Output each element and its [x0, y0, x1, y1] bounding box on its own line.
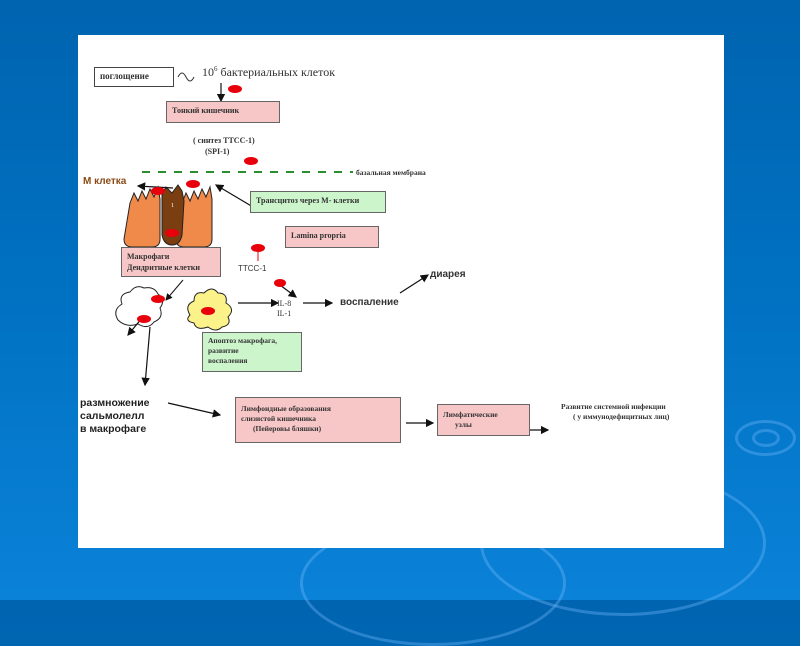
arrow	[167, 402, 222, 418]
bacterium	[151, 187, 165, 195]
il8-label: IL-8	[277, 299, 292, 308]
bacterium	[228, 85, 242, 93]
count-base: 10	[202, 65, 214, 79]
apoptosis-line: Апоптоз макрофага,	[208, 336, 278, 345]
transcytosis-box: Трансцитоз через М- клетки	[250, 191, 386, 213]
lamina-propria-box: Lamina propria	[285, 226, 379, 248]
count-exponent: 6	[214, 65, 218, 73]
lymph-nodes-line: Лимфатические	[443, 410, 498, 419]
reproduction-line: в макрофаге	[80, 423, 147, 435]
macrophages-line: Макрофаги	[127, 252, 170, 261]
diarrhea-label: диарея	[430, 269, 466, 280]
slide-canvas: 1	[78, 35, 724, 548]
apoptosis-line: развитие	[208, 346, 239, 355]
bacteria-count: 106 бактериальных клеток	[202, 65, 335, 80]
lymph-nodes-box: Лимфатические узлы	[437, 404, 530, 436]
ripple-decoration	[735, 420, 796, 456]
bacterium	[201, 307, 215, 315]
bacterium	[151, 295, 165, 303]
lymph-nodes-line: узлы	[455, 420, 472, 429]
systemic-infection-label: Развитие системной инфекции ( у иммуноде…	[561, 402, 669, 422]
m-cell-mark: 1	[171, 203, 174, 209]
arrow	[279, 284, 297, 298]
il1-label: IL-1	[277, 309, 292, 318]
synthesis-line: ( синтез TTCC-1)	[193, 136, 255, 145]
arrow	[165, 279, 184, 301]
bacterium	[244, 157, 258, 165]
intake-label: поглощение	[100, 71, 149, 81]
ttcc1-label: TTCC-1	[238, 264, 267, 273]
bacterium	[137, 315, 151, 323]
synthesis-line: (SPI-1)	[205, 147, 230, 156]
diagram-graphics: 1	[115, 72, 550, 435]
wave-icon	[177, 72, 195, 82]
interleukins-label: IL-8 IL-1	[277, 299, 291, 319]
lymphoid-line: (Пейеровы бляшки)	[253, 424, 322, 433]
systemic-line: Развитие системной инфекции	[561, 402, 666, 411]
transcytosis-label: Трансцитоз через М- клетки	[256, 196, 360, 205]
lymphoid-line: слизистой кишечника	[241, 414, 316, 423]
macrophage-cell	[115, 286, 164, 328]
reproduction-line: сальмолелл	[80, 410, 145, 422]
bacterium	[274, 279, 286, 287]
apoptosis-box: Апоптоз макрофага, развитие воспаления	[202, 332, 302, 372]
bacterium	[165, 229, 179, 237]
intake-box: поглощение	[94, 67, 174, 87]
m-cell-label: М клетка	[83, 176, 127, 187]
synthesis-text: ( синтез TTCC-1) (SPI-1)	[193, 135, 255, 157]
ripple-decoration	[752, 429, 780, 447]
small-intestine-box: Тонкий кишечник	[166, 101, 280, 123]
epithelial-cell-left	[123, 185, 161, 248]
lamina-propria-label: Lamina propria	[291, 231, 346, 240]
bacterium	[251, 244, 265, 252]
arrow	[214, 184, 254, 208]
bacteria-label: бактериальных клеток	[220, 65, 336, 79]
small-intestine-label: Тонкий кишечник	[172, 106, 240, 115]
reproduction-line: размножение	[80, 397, 150, 409]
macrophages-line: Дендритные клетки	[127, 263, 200, 272]
reproduction-label: размножение сальмолелл в макрофаге	[80, 397, 150, 436]
inflammation-label: воспаление	[340, 297, 399, 308]
macrophages-box: Макрофаги Дендритные клетки	[121, 247, 221, 277]
bacterium	[186, 180, 200, 188]
lymphoid-line: Лимфоидные образования	[241, 404, 331, 413]
systemic-line: ( у иммунодефицитных лиц)	[573, 412, 670, 421]
arrow	[141, 326, 151, 387]
basal-membrane-label: базальная мембрана	[356, 168, 426, 177]
lymphoid-box: Лимфоидные образования слизистой кишечни…	[235, 397, 401, 443]
arrow	[136, 182, 174, 191]
apoptosis-line: воспаления	[208, 356, 248, 365]
arrow	[399, 274, 430, 294]
